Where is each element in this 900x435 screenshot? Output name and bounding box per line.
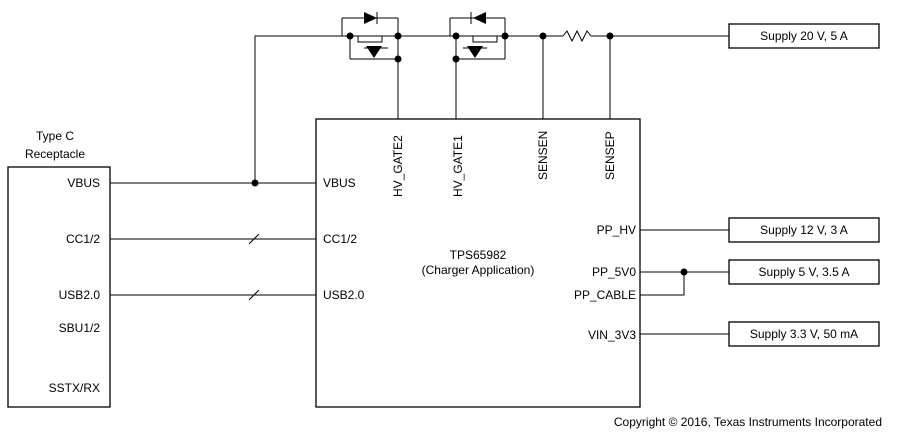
diode-2-icon — [473, 12, 486, 24]
supply-3v3-box — [728, 321, 880, 347]
chip-pin-hv-gate2: HV_GATE2 — [391, 135, 405, 197]
chip-pin-pp-hv: PP_HV — [597, 223, 636, 237]
receptacle-pin-usb2: USB2.0 — [59, 288, 101, 302]
chip-pin-pp-5v0: PP_5V0 — [592, 265, 636, 279]
receptacle-pin-cc: CC1/2 — [66, 232, 100, 246]
mosfet-2 — [449, 12, 509, 119]
receptacle-pin-vbus: VBUS — [67, 176, 100, 190]
receptacle-title-line1: Type C — [36, 129, 74, 143]
diode-1-icon — [364, 12, 377, 24]
usb2-net — [110, 289, 316, 301]
chip-pin-vin-3v3: VIN_3V3 — [588, 328, 636, 342]
type-c-receptacle — [7, 166, 111, 408]
chip-name: TPS65982 — [450, 248, 507, 262]
supply-5v-box — [728, 259, 880, 285]
tps65982-chip — [315, 118, 641, 408]
chip-pin-sensep: SENSEP — [603, 131, 617, 180]
receptacle-pin-sbu: SBU1/2 — [59, 321, 101, 335]
chip-pin-hv-gate1: HV_GATE1 — [451, 135, 465, 197]
cc-net — [110, 233, 316, 245]
supply-12v-label: Supply 12 V, 3 A — [760, 223, 848, 237]
chip-pin-pp-cable: PP_CABLE — [574, 288, 636, 302]
receptacle-pin-sstx: SSTX/RX — [49, 381, 100, 395]
supply-3v3-label: Supply 3.3 V, 50 mA — [750, 327, 858, 341]
chip-pin-sensen: SENSEN — [536, 131, 550, 180]
chip-pin-usb2: USB2.0 — [323, 288, 365, 302]
sense-resistor — [505, 29, 729, 119]
chip-pin-vbus: VBUS — [323, 176, 356, 190]
vbus-net — [110, 35, 350, 187]
receptacle-title-line2: Receptacle — [25, 147, 85, 161]
chip-subtitle: (Charger Application) — [422, 263, 535, 277]
supply-5v-label: Supply 5 V, 3.5 A — [759, 265, 850, 279]
supply-20v-label: Supply 20 V, 5 A — [760, 29, 848, 43]
mosfet-1 — [341, 12, 402, 119]
pp-5v-net — [640, 268, 729, 296]
body-diode-2-icon — [467, 46, 483, 58]
copyright-notice: Copyright © 2016, Texas Instruments Inco… — [614, 415, 882, 429]
supply-20v-box — [728, 23, 880, 49]
body-diode-1-icon — [366, 46, 382, 58]
chip-pin-cc: CC1/2 — [323, 232, 357, 246]
supply-12v-box — [728, 217, 880, 243]
